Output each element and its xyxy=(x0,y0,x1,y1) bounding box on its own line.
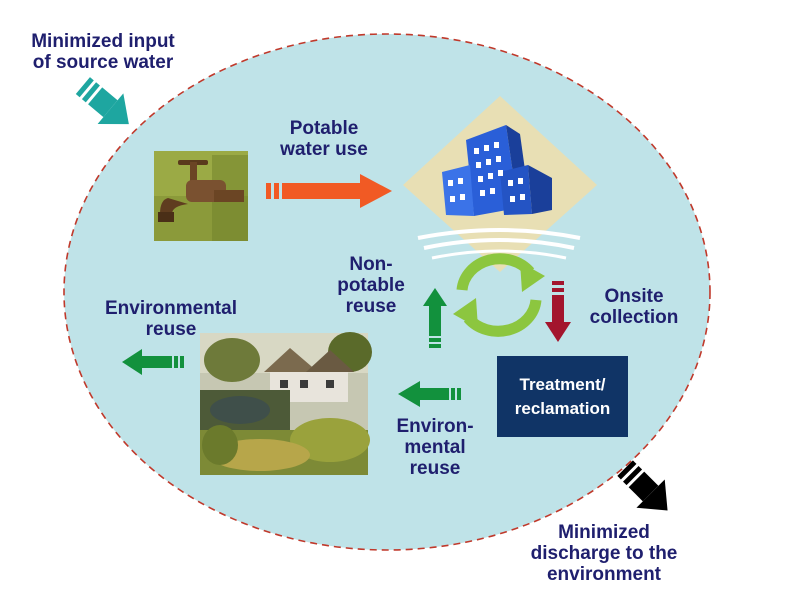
non-potable-label: Non- potable reuse xyxy=(326,254,416,317)
env-reuse-left-line-1: Environmental xyxy=(105,298,237,319)
onsite-collection-label: Onsite collection xyxy=(578,286,690,328)
collection-arrow-icon xyxy=(545,281,571,342)
faucet-photo xyxy=(154,151,248,241)
minimized-input-line-1: Minimized input xyxy=(31,31,175,52)
min-discharge-line-2: discharge to the xyxy=(530,543,678,564)
potable-line-1: Potable xyxy=(289,118,359,139)
environmental-reuse-mid-label: Environ- mental reuse xyxy=(384,416,486,479)
discharge-arrow-icon xyxy=(617,460,668,511)
env-reuse-mid-line-3: reuse xyxy=(409,458,461,479)
input-arrow-icon xyxy=(75,77,129,125)
treatment-box: Treatment/ reclamation xyxy=(497,356,628,437)
minimized-input-line-2: of source water xyxy=(32,52,174,73)
treatment-line-1: Treatment/ xyxy=(519,374,606,394)
onsite-line-1: Onsite xyxy=(604,286,664,307)
potable-arrow-icon xyxy=(266,174,392,208)
non-potable-line-3: reuse xyxy=(345,296,397,317)
min-discharge-line-3: environment xyxy=(546,564,662,585)
minimized-discharge-label: Minimized discharge to the environment xyxy=(512,522,696,585)
potable-label: Potable water use xyxy=(272,118,376,160)
minimized-input-label: Minimized input of source water xyxy=(14,31,192,73)
house-pond-photo xyxy=(200,332,372,475)
recycle-arrows-icon xyxy=(453,253,545,337)
onsite-line-2: collection xyxy=(589,307,679,328)
environmental-reuse-left-label: Environmental reuse xyxy=(90,298,252,340)
treatment-line-2: reclamation xyxy=(514,398,611,418)
non-potable-arrow-icon xyxy=(423,288,447,348)
min-discharge-line-1: Minimized xyxy=(558,522,650,543)
env-reuse-mid-line-2: mental xyxy=(404,437,466,458)
potable-line-2: water use xyxy=(280,139,368,160)
non-potable-line-1: Non- xyxy=(349,254,393,275)
env-reuse-mid-line-1: Environ- xyxy=(396,416,474,437)
environmental-reuse-mid-arrow-icon xyxy=(398,381,461,407)
env-reuse-left-line-2: reuse xyxy=(145,319,197,340)
city-buildings-icon xyxy=(403,96,597,272)
non-potable-line-2: potable xyxy=(337,275,405,296)
environmental-reuse-left-arrow-icon xyxy=(122,349,184,375)
